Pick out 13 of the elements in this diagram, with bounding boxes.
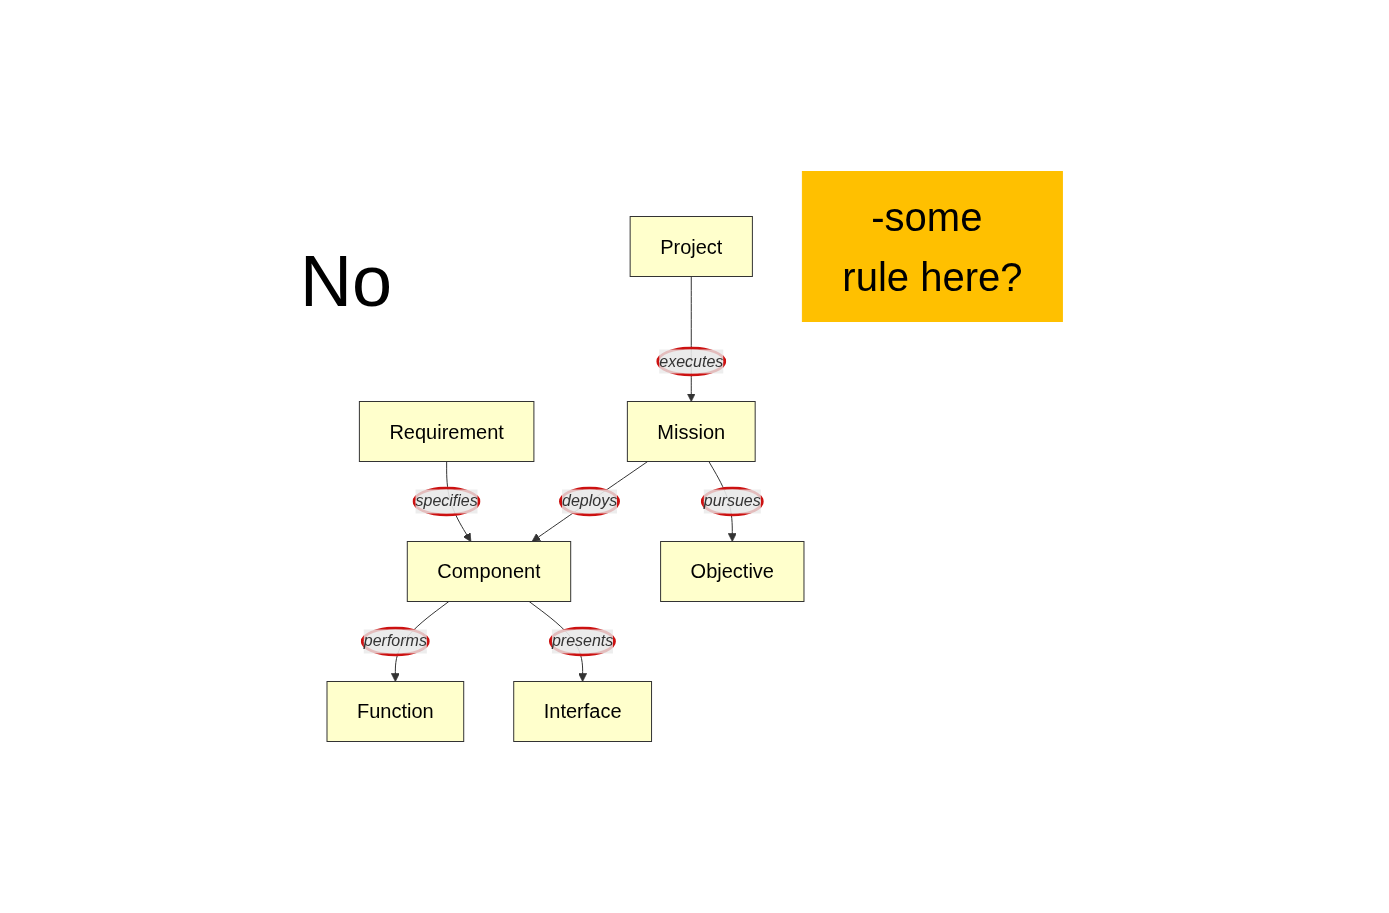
arrow — [531, 461, 648, 542]
node-box: Project — [629, 216, 753, 277]
node-box: -some rule here? — [801, 171, 1063, 322]
node-box: Objective — [659, 541, 805, 602]
note-text: No — [300, 240, 393, 322]
node-box: Component — [406, 541, 571, 602]
node-box: Mission — [626, 401, 756, 462]
edge-label: specifies — [415, 492, 478, 510]
edge-label: executes — [659, 352, 724, 370]
node-box: Requirement — [358, 401, 535, 462]
node-box: Function — [326, 681, 464, 742]
node-box: Interface — [513, 681, 652, 742]
edge-label: deploys — [561, 492, 617, 510]
